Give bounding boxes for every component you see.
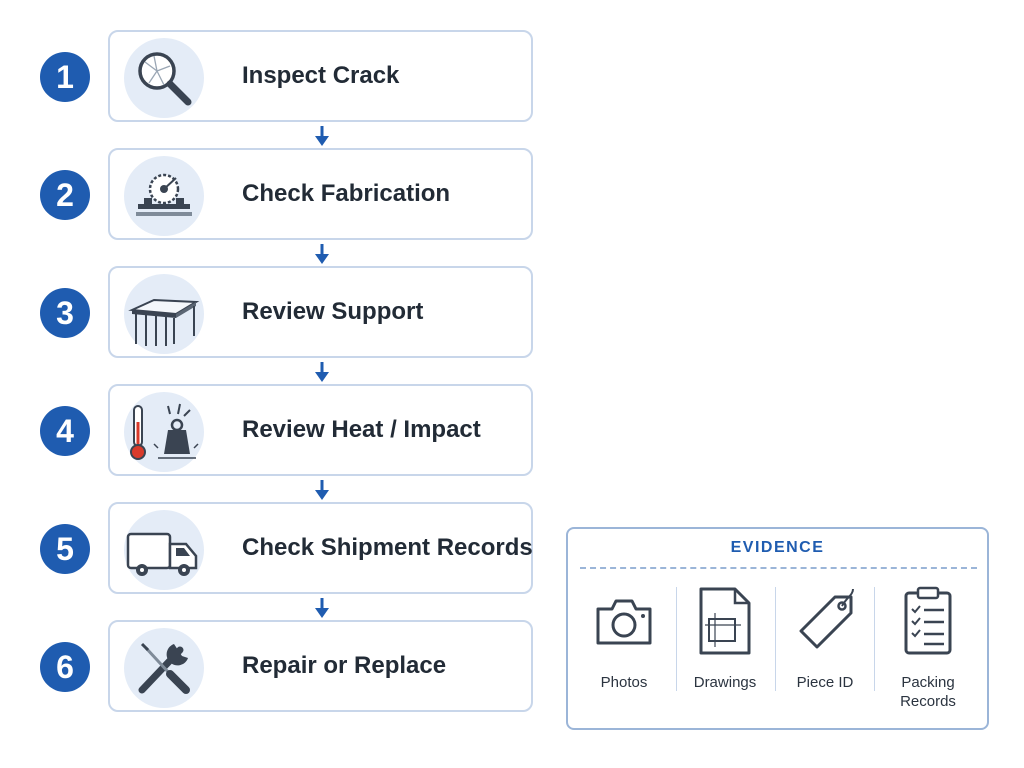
step-2: 2 Check Fabrication bbox=[0, 142, 560, 240]
truck-icon bbox=[124, 510, 204, 590]
separator bbox=[775, 587, 776, 691]
step-card: Inspect Crack bbox=[108, 30, 533, 122]
step-label: Review Heat / Impact bbox=[242, 416, 481, 443]
magnifier-crack-icon bbox=[124, 38, 204, 118]
step-number-badge: 5 bbox=[40, 524, 90, 574]
step-card: Check Fabrication bbox=[108, 148, 533, 240]
wrench-screwdriver-icon bbox=[124, 628, 204, 708]
evidence-item-packing-records: Packing Records bbox=[878, 581, 978, 721]
drawing-document-icon bbox=[699, 587, 751, 655]
separator bbox=[874, 587, 875, 691]
down-arrow-icon bbox=[315, 598, 329, 618]
evidence-label: Packing Records bbox=[900, 674, 956, 710]
step-number-badge: 6 bbox=[40, 642, 90, 692]
evidence-item-piece-id: Piece ID bbox=[775, 581, 875, 721]
evidence-title: EVIDENCE bbox=[730, 539, 825, 556]
step-card: Review Support bbox=[108, 266, 533, 358]
step-number-badge: 4 bbox=[40, 406, 90, 456]
evidence-label: Drawings bbox=[693, 674, 757, 691]
step-number-badge: 3 bbox=[40, 288, 90, 338]
step-number-badge: 1 bbox=[40, 52, 90, 102]
step-card: Check Shipment Records bbox=[108, 502, 533, 594]
down-arrow-icon bbox=[315, 126, 329, 146]
step-card: Repair or Replace bbox=[108, 620, 533, 712]
step-label: Repair or Replace bbox=[242, 652, 447, 679]
evidence-item-drawings: Drawings bbox=[675, 581, 775, 721]
step-5: 5 Check Shipment Records bbox=[0, 496, 560, 594]
evidence-label: Photos bbox=[600, 674, 648, 691]
clipboard-checklist-icon bbox=[904, 586, 952, 655]
step-card: Review Heat / Impact bbox=[108, 384, 533, 476]
dashed-divider bbox=[580, 567, 977, 569]
step-label: Check Fabrication bbox=[242, 180, 451, 207]
step-label: Inspect Crack bbox=[242, 62, 400, 89]
evidence-label: Piece ID bbox=[796, 674, 854, 691]
step-4: 4 Review Heat / Impact bbox=[0, 378, 560, 476]
evidence-item-photos: Photos bbox=[574, 581, 674, 721]
thermometer-weight-icon bbox=[124, 392, 204, 472]
evidence-panel: EVIDENCE Photos Drawings Piece ID bbox=[566, 527, 989, 730]
camera-icon bbox=[596, 599, 652, 645]
tag-icon bbox=[799, 588, 854, 649]
step-1: 1 Inspect Crack bbox=[0, 24, 560, 122]
step-label: Check Shipment Records bbox=[242, 534, 533, 561]
support-frame-icon bbox=[124, 274, 204, 354]
down-arrow-icon bbox=[315, 244, 329, 264]
step-6: 6 Repair or Replace bbox=[0, 614, 560, 712]
step-3: 3 Review Support bbox=[0, 260, 560, 358]
saw-blade-icon bbox=[124, 156, 204, 236]
separator bbox=[676, 587, 677, 691]
step-label: Review Support bbox=[242, 298, 424, 325]
down-arrow-icon bbox=[315, 480, 329, 500]
step-number-badge: 2 bbox=[40, 170, 90, 220]
down-arrow-icon bbox=[315, 362, 329, 382]
